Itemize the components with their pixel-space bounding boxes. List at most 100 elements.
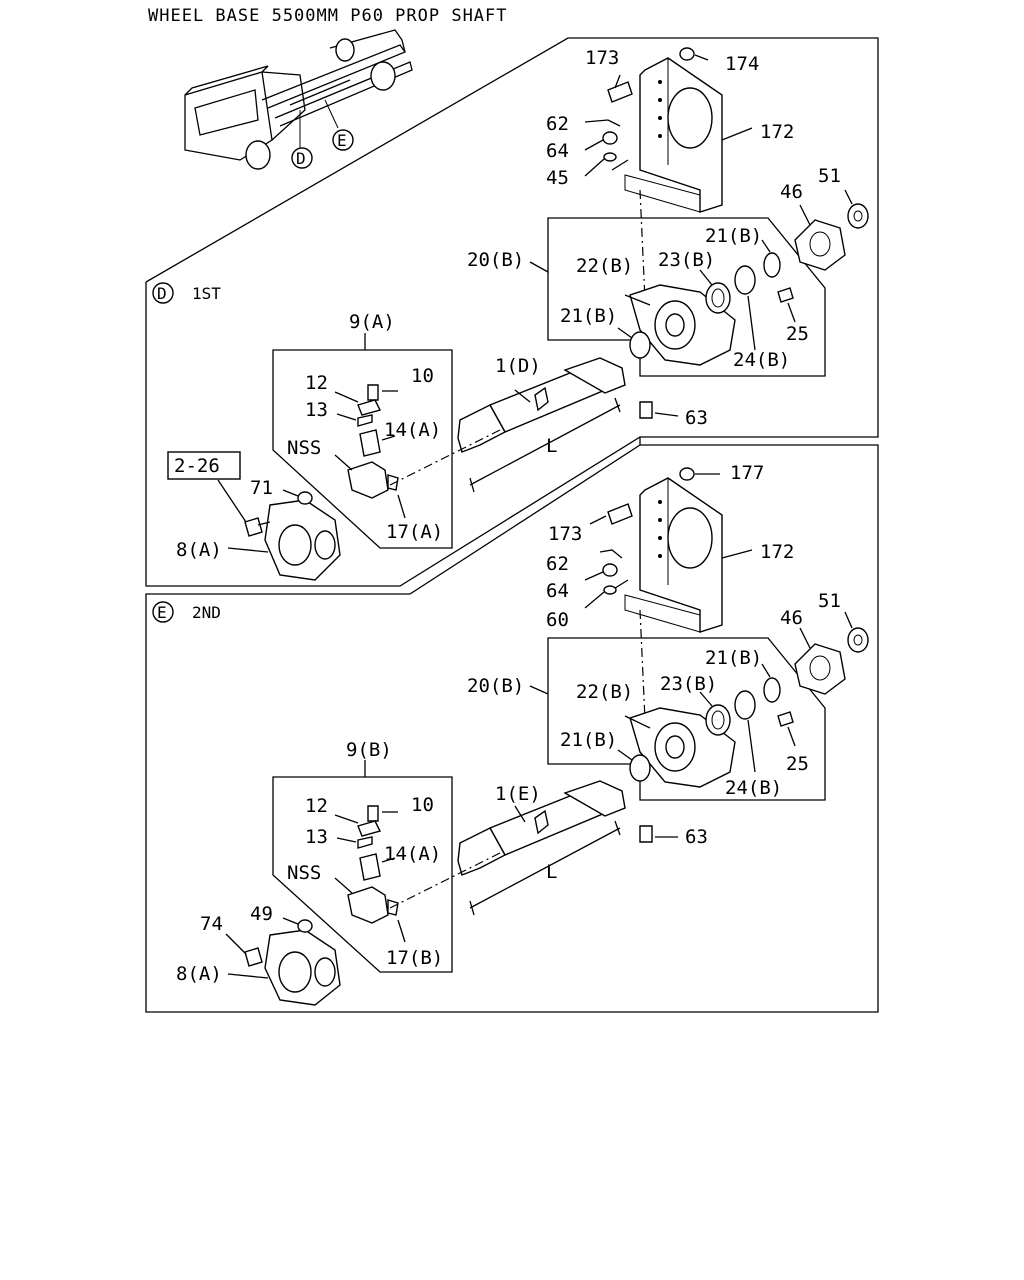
label-174: 174 (725, 53, 759, 75)
section-1-marker: D (157, 284, 167, 303)
label-64-2nd: 64 (546, 580, 569, 602)
bearing-14a (359, 429, 381, 457)
grease-nipple-17b (387, 899, 399, 916)
label-25-2nd: 25 (786, 753, 809, 775)
label-177: 177 (730, 462, 764, 484)
label-45: 45 (546, 167, 569, 189)
yoke-1e (457, 827, 506, 876)
grease-nipple-25-2nd (777, 711, 794, 727)
callout-circle-d (291, 147, 313, 169)
bolt-71-head (244, 517, 263, 537)
section-frame-outline (145, 37, 879, 1013)
washer-60 (603, 585, 617, 595)
nut-177 (679, 467, 695, 481)
label-ref-2-26: 2-26 (174, 455, 220, 477)
label-23b: 23(B) (658, 249, 715, 271)
label-20b: 20(B) (467, 249, 524, 271)
label-13-2nd: 13 (305, 826, 328, 848)
washer-24b (734, 265, 756, 295)
callout-e-letter: E (337, 131, 347, 150)
dust-seal-21b-upper-2nd (763, 677, 781, 703)
spider-nss (347, 461, 389, 499)
label-21b-lower: 21(B) (560, 305, 617, 327)
label-13: 13 (305, 399, 328, 421)
label-10: 10 (411, 365, 434, 387)
label-172: 172 (760, 121, 794, 143)
label-49: 49 (250, 903, 273, 925)
nut-64-2nd (602, 563, 618, 577)
section-2-label: 2ND (192, 603, 221, 622)
label-1d: 1(D) (495, 355, 541, 377)
label-23b-2nd: 23(B) (660, 673, 717, 695)
label-21b-upper-2nd: 21(B) (705, 647, 762, 669)
section-2nd: E 2ND (152, 462, 869, 1006)
label-173: 173 (585, 47, 619, 69)
bolt-63 (639, 401, 653, 419)
center-bearing-box-20b (547, 217, 826, 377)
universal-joint-box-9a (272, 349, 453, 549)
lock-nut-51-2nd (847, 627, 869, 653)
spider-nss-2nd (347, 886, 389, 924)
cotter-pin-62-2nd (599, 549, 623, 559)
label-length-l: L (546, 435, 557, 457)
label-63-2nd: 63 (685, 826, 708, 848)
oil-seal-23b-2nd (705, 704, 731, 736)
label-9b: 9(B) (346, 739, 392, 761)
label-20b-2nd: 20(B) (467, 675, 524, 697)
label-172-2nd: 172 (760, 541, 794, 563)
dust-seal-21b-lower-2nd (629, 754, 651, 782)
label-nss-2nd: NSS (287, 862, 321, 884)
label-14a: 14(A) (384, 419, 441, 441)
label-71: 71 (250, 477, 273, 499)
label-24b: 24(B) (733, 349, 790, 371)
universal-joint-box-9b (272, 776, 453, 973)
section-1-label: 1ST (192, 284, 221, 303)
dust-seal-21b-lower (629, 331, 651, 359)
center-bearing-box-20b-2nd (547, 637, 826, 801)
bolt-63-2nd (639, 825, 653, 843)
reference-box-2-26 (167, 451, 241, 480)
section-2-marker: E (157, 603, 167, 622)
label-62: 62 (546, 113, 569, 135)
label-22b: 22(B) (576, 255, 633, 277)
cotter-pin-62 (584, 119, 621, 127)
companion-flange-46-2nd (794, 643, 846, 695)
label-9a: 9(A) (349, 311, 395, 333)
label-1e: 1(E) (495, 783, 541, 805)
label-12: 12 (305, 372, 328, 394)
washer-13-2nd (357, 836, 373, 849)
oil-seal-23b (705, 282, 731, 314)
label-22b-2nd: 22(B) (576, 681, 633, 703)
label-17a: 17(A) (386, 521, 443, 543)
grease-nipple-17a (387, 474, 399, 491)
section-2-marker-circle (152, 601, 174, 623)
label-14a-2nd: 14(A) (384, 843, 441, 865)
lock-plate-12 (357, 399, 382, 416)
nut-49 (297, 919, 313, 933)
lock-nut-51 (847, 203, 869, 229)
label-46-2nd: 46 (780, 607, 803, 629)
grease-nipple-25 (777, 287, 794, 303)
label-63: 63 (685, 407, 708, 429)
diagram-title: WHEEL BASE 5500MM P60 PROP SHAFT (148, 6, 508, 26)
label-64: 64 (546, 140, 569, 162)
label-60: 60 (546, 609, 569, 631)
label-51-2nd: 51 (818, 590, 841, 612)
label-25: 25 (786, 323, 809, 345)
label-8a: 8(A) (176, 539, 222, 561)
lock-plate-12-2nd (357, 820, 382, 837)
label-12-2nd: 12 (305, 795, 328, 817)
nut-71 (297, 491, 313, 505)
label-51: 51 (818, 165, 841, 187)
section-1-frame (145, 282, 641, 587)
dust-seal-21b-upper (763, 252, 781, 278)
label-21b-lower-2nd: 21(B) (560, 729, 617, 751)
label-17b: 17(B) (386, 947, 443, 969)
section-1st: D 1ST (152, 47, 869, 581)
nut-174 (679, 47, 695, 61)
bolt-173 (607, 81, 633, 103)
callout-circle-e (332, 129, 354, 151)
label-10-2nd: 10 (411, 794, 434, 816)
label-46: 46 (780, 181, 803, 203)
